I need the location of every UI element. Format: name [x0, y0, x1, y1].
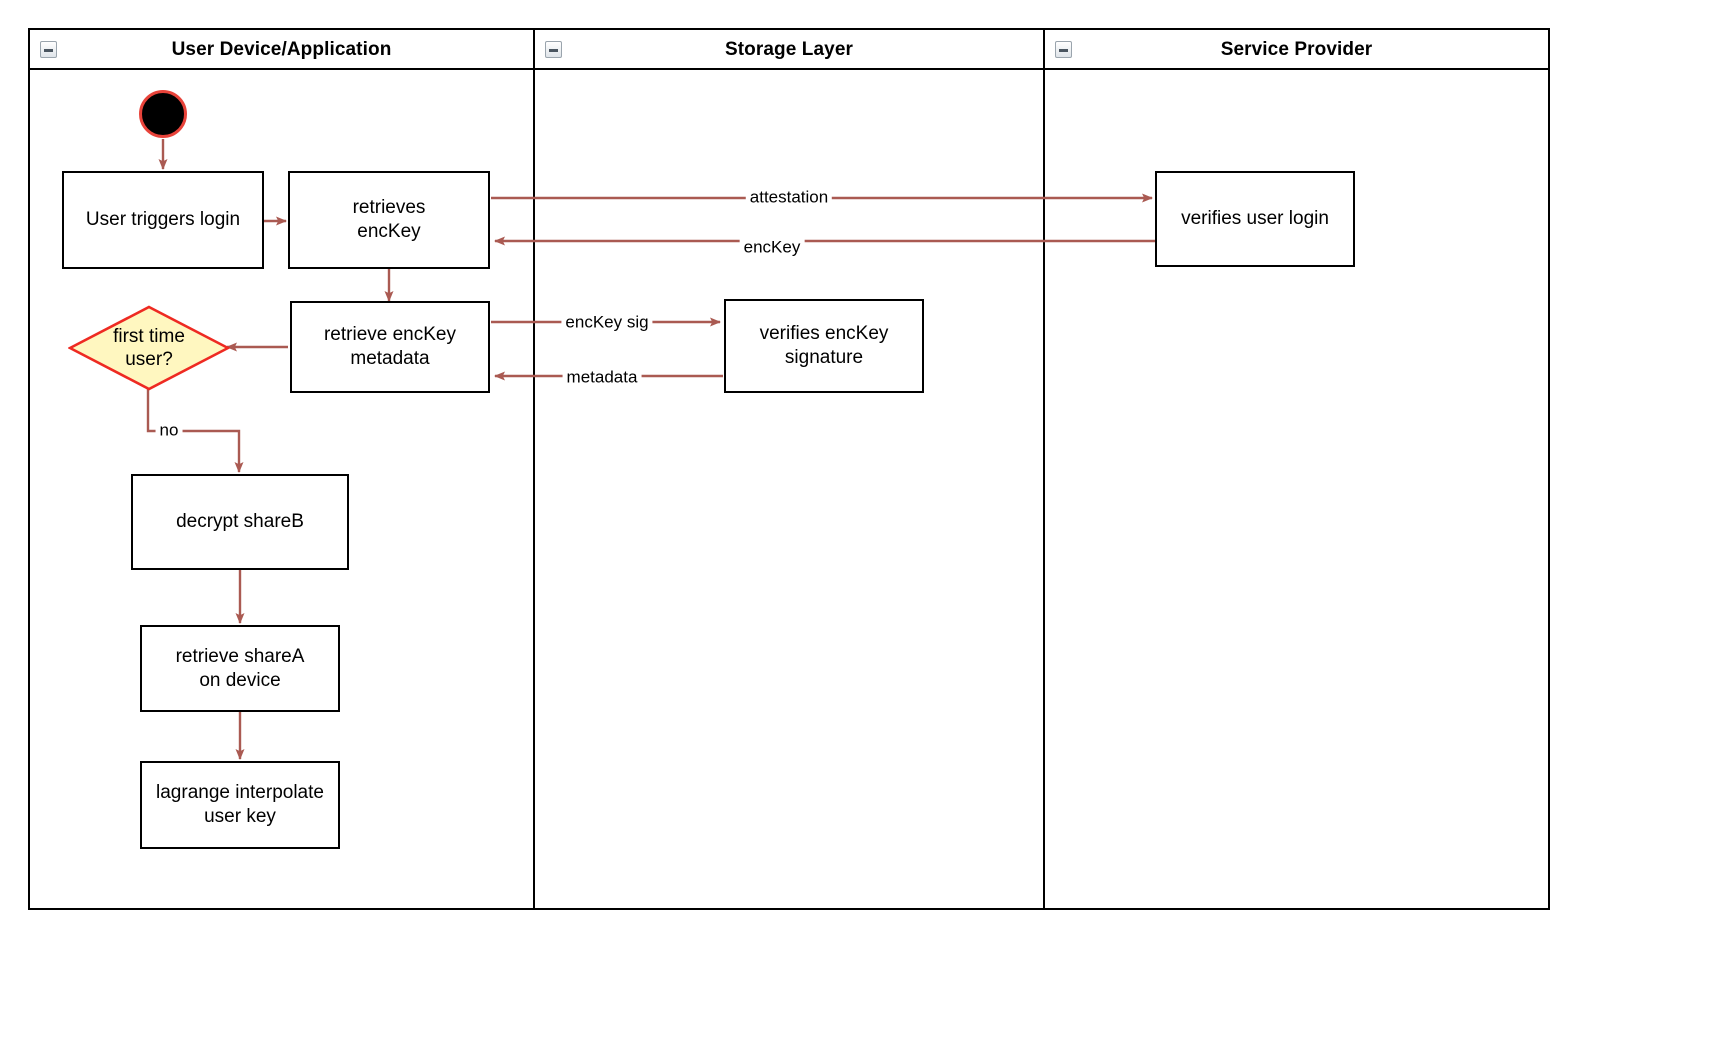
lane-title-storage-layer: Storage Layer [724, 39, 854, 60]
lane-header-user-device: User Device/Application [30, 30, 533, 70]
edge-label-enckey: encKey [739, 238, 805, 258]
node-retrieves-enckey[interactable]: retrieves encKey [288, 171, 490, 269]
node-decrypt-shareb[interactable]: decrypt shareB [131, 474, 349, 570]
node-verifies-user-login[interactable]: verifies user login [1155, 171, 1355, 267]
start-node[interactable] [139, 90, 187, 138]
minus-box-icon[interactable] [545, 41, 562, 58]
decision-first-time-user[interactable]: first time user? [68, 305, 230, 391]
lane-header-storage-layer: Storage Layer [535, 30, 1043, 70]
node-retrieve-enckey-metadata[interactable]: retrieve encKey metadata [290, 301, 490, 393]
lane-title-service-provider: Service Provider [1220, 39, 1373, 60]
lane-user-device[interactable]: User Device/Application [30, 30, 533, 908]
minus-box-icon[interactable] [1055, 41, 1072, 58]
lane-storage-layer[interactable]: Storage Layer [533, 30, 1043, 908]
edge-label-attestation: attestation [745, 188, 833, 208]
lane-title-user-device: User Device/Application [171, 39, 392, 60]
lane-header-service-provider: Service Provider [1045, 30, 1548, 70]
node-user-triggers-login[interactable]: User triggers login [62, 171, 264, 269]
edge-label-metadata: metadata [562, 368, 642, 388]
node-retrieve-sharea-on-device[interactable]: retrieve shareA on device [140, 625, 340, 712]
node-verifies-enckey-signature[interactable]: verifies encKey signature [724, 299, 924, 393]
node-lagrange-interpolate-user-key[interactable]: lagrange interpolate user key [140, 761, 340, 849]
minus-box-icon[interactable] [40, 41, 57, 58]
lane-service-provider[interactable]: Service Provider [1043, 30, 1548, 908]
edge-label-no: no [155, 421, 183, 441]
diamond-shape [68, 305, 230, 391]
edge-label-enckey-sig: encKey sig [561, 313, 653, 333]
